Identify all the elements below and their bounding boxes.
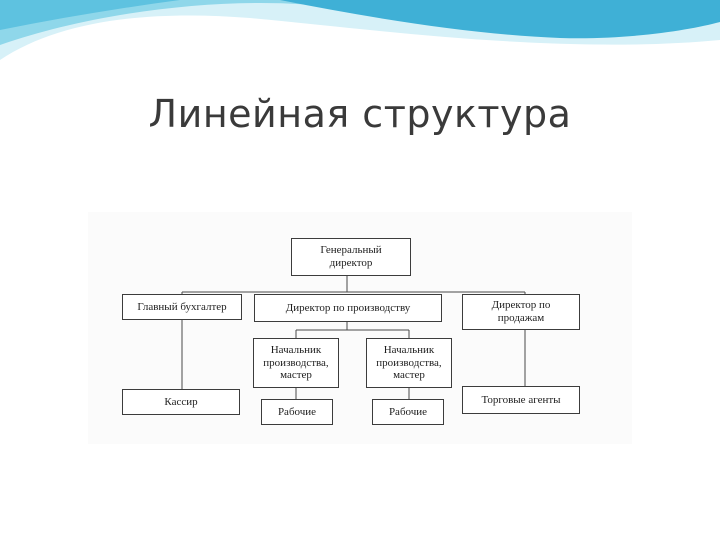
node-production-director-label: Директор по производству bbox=[285, 301, 411, 314]
node-chief-accountant: Главный бухгалтер bbox=[122, 294, 242, 320]
node-cashier-label: Кассир bbox=[164, 395, 198, 408]
node-production-head-2: Начальник производства, мастер bbox=[366, 338, 452, 388]
node-production-head-2-label: Начальник производства, мастер bbox=[376, 344, 442, 382]
node-chief-accountant-label: Главный бухгалтер bbox=[137, 300, 227, 313]
node-workers-1-label: Рабочие bbox=[277, 405, 317, 418]
node-production-head-1: Начальник производства, мастер bbox=[253, 338, 339, 388]
node-sales-agents: Торговые агенты bbox=[462, 386, 580, 414]
node-ceo-label: Генеральный директор bbox=[320, 244, 382, 269]
node-workers-1: Рабочие bbox=[261, 399, 333, 425]
slide-title: Линейная структура bbox=[148, 92, 572, 136]
node-ceo: Генеральный директор bbox=[291, 238, 411, 276]
node-cashier: Кассир bbox=[122, 389, 240, 415]
node-workers-2-label: Рабочие bbox=[388, 405, 428, 418]
node-production-director: Директор по производству bbox=[254, 294, 442, 322]
node-production-head-1-label: Начальник производства, мастер bbox=[263, 344, 329, 382]
node-sales-director-label: Директор по продажам bbox=[491, 299, 551, 324]
node-workers-2: Рабочие bbox=[372, 399, 444, 425]
header-wave-decoration bbox=[0, 0, 720, 60]
node-sales-director: Директор по продажам bbox=[462, 294, 580, 330]
node-sales-agents-label: Торговые агенты bbox=[481, 393, 561, 406]
